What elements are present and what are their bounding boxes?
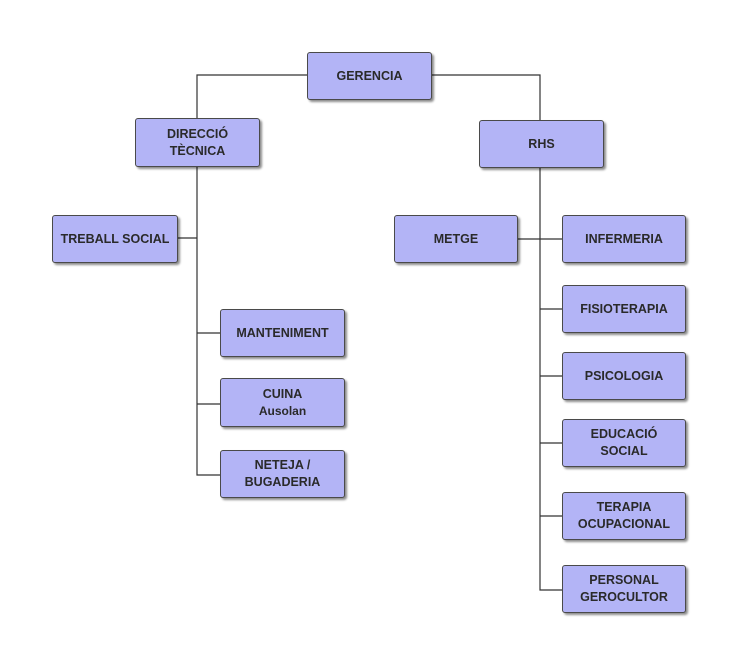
connector-left-tail: [196, 405, 220, 476]
node-infermeria: INFERMERIA: [562, 215, 686, 263]
node-direccio-tecnica-label-1: DIRECCIÓ: [166, 126, 229, 141]
node-terapia-ocupacional-label-1: TERAPIA: [596, 500, 652, 514]
node-psicologia: PSICOLOGIA: [562, 352, 686, 400]
node-gerencia: GERENCIA: [307, 52, 432, 100]
node-terapia-ocupacional: TERAPIA OCUPACIONAL: [562, 492, 686, 540]
node-fisioterapia: FISIOTERAPIA: [562, 285, 686, 333]
node-cuina: CUINA Ausolan: [220, 378, 345, 427]
node-direccio-tecnica: DIRECCIÓ TÈCNICA: [135, 118, 260, 167]
node-treball-social-label: TREBALL SOCIAL: [60, 231, 170, 246]
node-educacio-social-label-1: EDUCACIÓ: [590, 427, 658, 441]
node-cuina-label-1: CUINA: [262, 386, 303, 401]
node-terapia-ocupacional-label-2: OCUPACIONAL: [577, 517, 671, 531]
node-treball-social: TREBALL SOCIAL: [52, 215, 178, 263]
node-personal-gerocultor: PERSONAL GEROCULTOR: [562, 565, 686, 613]
node-manteniment-label: MANTENIMENT: [236, 325, 329, 340]
node-cuina-label-2: Ausolan: [258, 403, 307, 418]
node-gerencia-label: GERENCIA: [336, 68, 403, 83]
node-fisioterapia-label: FISIOTERAPIA: [580, 301, 668, 316]
node-neteja-label-2: BUGADERIA: [244, 475, 321, 489]
node-rhs-label: RHS: [528, 136, 555, 151]
node-educacio-social: EDUCACIÓ SOCIAL: [562, 419, 686, 467]
node-metge-label: METGE: [433, 231, 479, 246]
node-neteja-label-1: NETEJA /: [254, 458, 311, 472]
node-personal-gerocultor-label-2: GEROCULTOR: [580, 590, 668, 604]
connector-rhs-trunk: [539, 168, 562, 591]
node-neteja-bugaderia: NETEJA / BUGADERIA: [220, 450, 345, 498]
node-metge: METGE: [394, 215, 518, 263]
node-personal-gerocultor-label-1: PERSONAL: [589, 573, 659, 587]
node-infermeria-label: INFERMERIA: [585, 231, 663, 246]
node-psicologia-label: PSICOLOGIA: [584, 368, 664, 383]
node-educacio-social-label-2: SOCIAL: [600, 444, 648, 458]
node-rhs: RHS: [479, 120, 604, 168]
node-manteniment: MANTENIMENT: [220, 309, 345, 357]
node-direccio-tecnica-label-2: TÈCNICA: [169, 143, 226, 158]
